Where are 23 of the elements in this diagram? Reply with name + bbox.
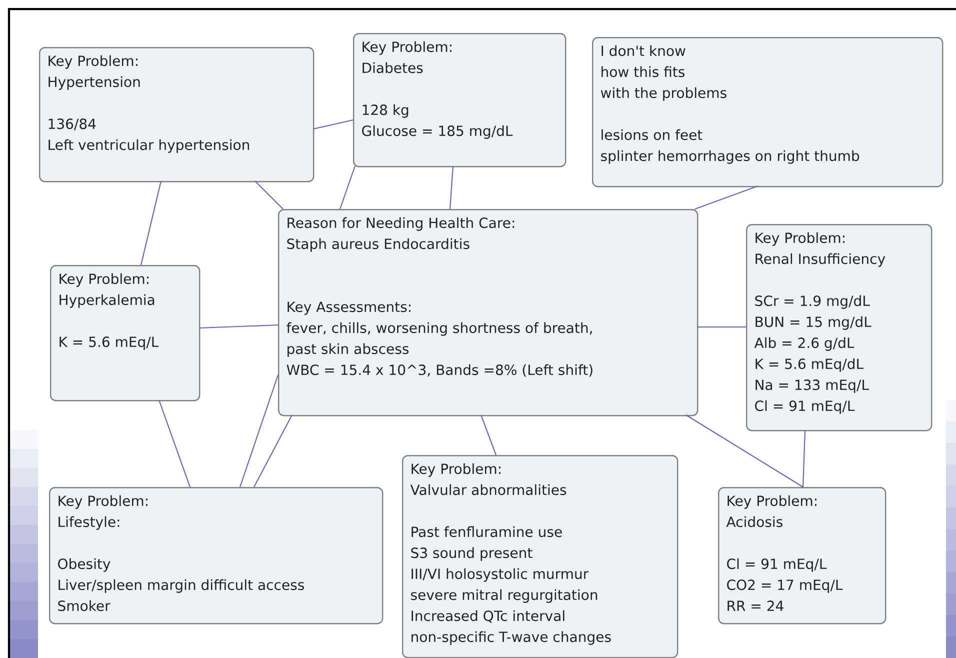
- connector-line: [340, 166, 356, 210]
- problem-box: Key Problem: Lifestyle: Obesity Liver/spleen margin difficult access Smoker: [49, 487, 384, 624]
- problem-box: Reason for Needing Health Care: Staph aureus Endocarditis Key Assessments: fever, chills, worsening shortness of breath, past skin abscess WBC = 15.4 x 10^3, Bands =8% (Left shift): [278, 209, 698, 416]
- problem-box: Key Problem: Renal Insufficiency SCr = 1.9 mg/dL BUN = 15 mg/dL Alb = 2.6 g/dL K = 5.6 mEq/dL Na = 133 mEq/L Cl = 91 mEq/L: [746, 224, 932, 432]
- problem-box: I don't know how this fits with the problems lesions on feet splinter hemorrhages on right thumb: [592, 37, 944, 188]
- connector-line: [240, 374, 278, 488]
- connector-line: [449, 166, 454, 210]
- connector-line: [802, 430, 806, 488]
- problem-box: Key Problem: Acidosis Cl = 91 mEq/L CO2 = 17 mEq/L RR = 24: [718, 487, 886, 624]
- connector-line: [254, 414, 292, 488]
- problem-box: Key Problem: Hypertension 136/84 Left ventricular hypertension: [39, 47, 314, 182]
- connector-line: [480, 414, 496, 456]
- connector-line: [686, 414, 804, 488]
- connector-line: [694, 186, 758, 210]
- connector-line: [312, 119, 354, 130]
- connector-line: [697, 326, 746, 328]
- problem-box: Key Problem: Diabetes 128 kg Glucose = 185 mg/dL: [353, 33, 566, 168]
- connector-line: [254, 180, 284, 210]
- problem-box: Key Problem: Hyperkalemia K = 5.6 mEq/L: [50, 265, 200, 402]
- connector-line: [158, 400, 190, 488]
- problem-box: Key Problem: Valvular abnormalities Past fenfluramine use S3 sound present III/VI holosystolic murmur severe mitral regurgitation Increased QTc interval non-specific T-wave changes: [402, 455, 678, 658]
- connector-line: [198, 324, 278, 329]
- connector-line: [140, 180, 162, 266]
